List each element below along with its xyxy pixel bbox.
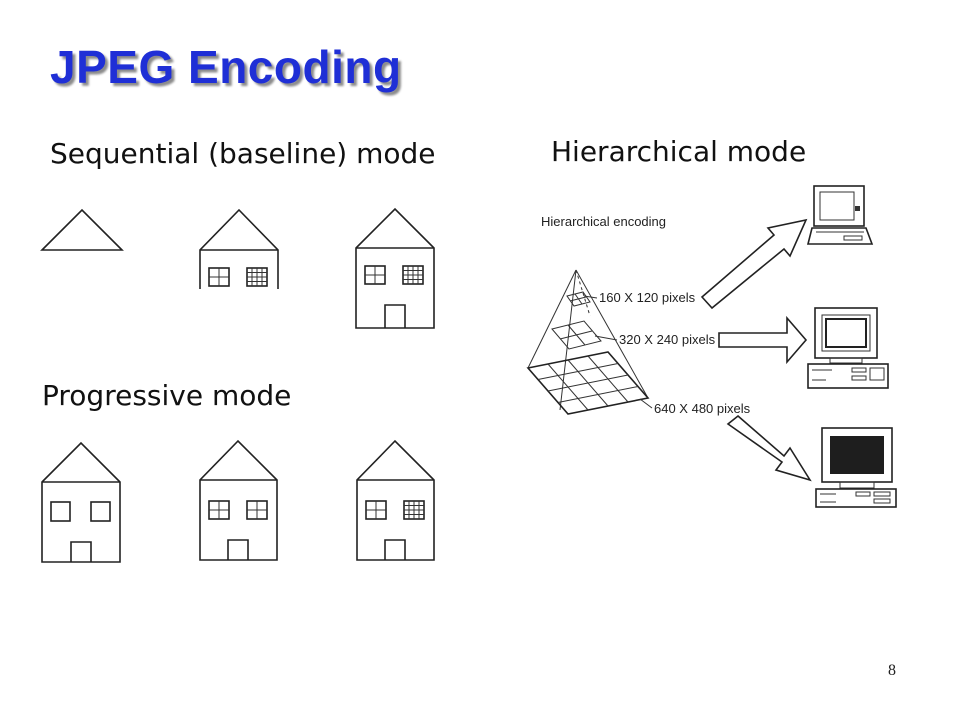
hierarchical-figure-caption: Hierarchical encoding: [541, 214, 666, 229]
arrow-to-workstation: [726, 414, 812, 482]
progressive-mode-label: Progressive mode: [42, 379, 292, 412]
level-label-low: 160 X 120 pixels: [599, 290, 696, 305]
page-number: 8: [888, 662, 896, 679]
arrow-to-monitor: [718, 315, 808, 365]
slide-title: JPEG Encoding: [50, 41, 402, 93]
sequential-stage-3-house: [355, 207, 435, 329]
sequential-mode-label: Sequential (baseline) mode: [50, 137, 436, 170]
workstation-icon: [815, 427, 897, 508]
progressive-stage-1-house: [41, 441, 121, 563]
progressive-stage-2-house: [199, 439, 278, 561]
laptop-icon: [806, 185, 874, 245]
arrow-to-laptop: [700, 218, 808, 310]
sequential-stage-1-roof: [40, 208, 124, 251]
sequential-stage-2-house: [199, 208, 279, 289]
level-label-mid: 320 X 240 pixels: [619, 332, 716, 347]
progressive-stage-3-house: [356, 439, 435, 561]
resolution-pyramid: [526, 269, 650, 415]
hierarchical-mode-label: Hierarchical mode: [551, 135, 807, 168]
desktop-monitor-icon: [807, 307, 889, 389]
level-label-high: 640 X 480 pixels: [654, 401, 751, 416]
